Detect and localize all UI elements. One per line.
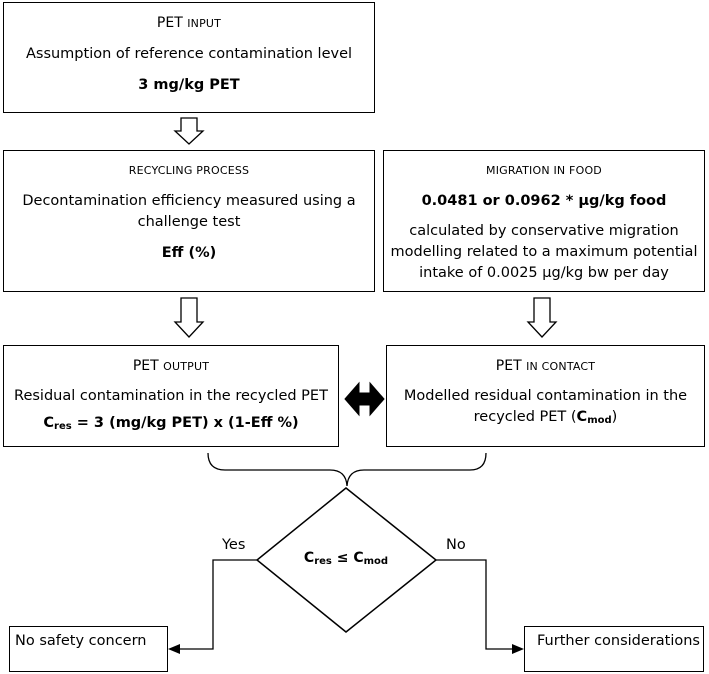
cond-sub2: mod (363, 556, 389, 567)
cond-c1: C (303, 550, 315, 566)
merge-brace (207, 452, 487, 487)
cond-c2: C (353, 550, 364, 566)
no-arrowhead (512, 644, 524, 654)
double-arrow-icon (344, 381, 385, 417)
no-safety-concern-box: No safety concern (9, 626, 168, 672)
recycling-line-2: challenge test (137, 214, 241, 230)
pet-output-box: PET OUTPUT Residual contamination in the… (3, 345, 339, 447)
yes-label: Yes (222, 537, 246, 553)
pet-output-title-small: OUTPUT (163, 360, 210, 373)
recycling-process-box: RECYCLING PROCESS Decontamination effici… (3, 150, 375, 292)
pet-contact-title-small: IN CONTACT (526, 360, 596, 373)
pet-contact-box: PET IN CONTACT Modelled residual contami… (386, 345, 705, 447)
pet-contact-line-2: recycled PET (Cmod) (387, 407, 704, 431)
pet-contact-title-main: PET (495, 358, 522, 374)
cond-op: ≤ (331, 550, 354, 566)
no-label: No (446, 537, 466, 553)
cond-sub1: res (314, 556, 332, 567)
pet-input-description: Assumption of reference contamination le… (25, 46, 353, 62)
further-considerations-label: Further considerations (537, 633, 700, 649)
pet-input-value: 3 mg/kg PET (138, 77, 240, 93)
pet-contact-title: PET IN CONTACT (387, 357, 704, 376)
pet-input-box: PET INPUT Assumption of reference contam… (3, 2, 375, 113)
decision-condition: Cres ≤ Cmod (286, 550, 406, 567)
migration-line-1: calculated by conservative migration (409, 223, 679, 239)
no-safety-concern-label: No safety concern (15, 633, 147, 649)
further-considerations-box: Further considerations (524, 626, 704, 672)
pet-output-title: PET OUTPUT (4, 357, 338, 376)
contact-line2-pre: recycled PET ( (473, 409, 577, 425)
down-arrow-1 (173, 117, 205, 145)
migration-title: MIGRATION IN FOOD (486, 164, 602, 177)
pet-output-formula: Cres = 3 (mg/kg PET) x (1-Eff %) (4, 413, 338, 437)
decision-diamond (255, 487, 438, 633)
migration-value: 0.0481 or 0.0962 * µg/kg food (421, 193, 667, 209)
contact-c: C (576, 409, 588, 425)
recycling-line-1: Decontamination efficiency measured usin… (22, 193, 356, 209)
yes-connector (179, 559, 257, 650)
pet-contact-line-1: Modelled residual contamination in the (403, 388, 688, 404)
contact-sub: mod (587, 415, 612, 426)
migration-line-3: intake of 0.0025 µg/kg bw per day (419, 265, 669, 281)
contact-line2-post: ) (611, 409, 618, 425)
formula-c: C (43, 415, 55, 431)
formula-rest: = 3 (mg/kg PET) x (1-Eff %) (71, 415, 299, 431)
pet-input-title: PET INPUT (4, 14, 374, 33)
pet-output-title-main: PET (132, 358, 159, 374)
pet-input-title-main: PET (156, 15, 183, 31)
down-arrow-3 (526, 297, 558, 338)
yes-arrowhead (168, 644, 180, 654)
formula-sub: res (54, 421, 72, 432)
down-arrow-2 (173, 297, 205, 338)
pet-output-description: Residual contamination in the recycled P… (14, 388, 328, 404)
pet-input-title-small: INPUT (187, 17, 222, 30)
recycling-process-title: RECYCLING PROCESS (128, 164, 250, 177)
migration-line-2: modelling related to a maximum potential (390, 244, 698, 260)
no-connector (436, 559, 513, 650)
migration-food-box: MIGRATION IN FOOD 0.0481 or 0.0962 * µg/… (383, 150, 705, 292)
recycling-value: Eff (%) (161, 245, 217, 261)
